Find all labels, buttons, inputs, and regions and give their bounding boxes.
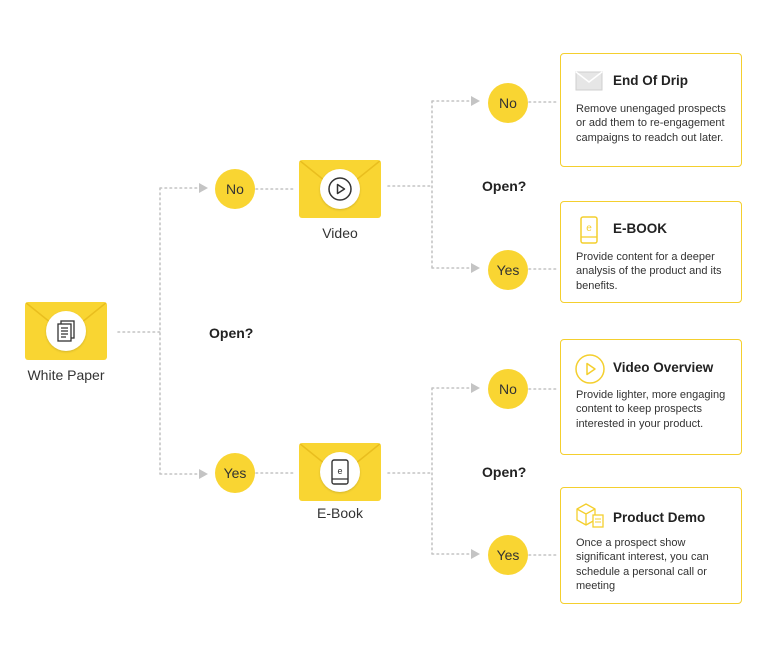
- card-title: Product Demo: [613, 510, 706, 525]
- card-title: End Of Drip: [613, 73, 688, 88]
- ebook-envelope: e: [299, 443, 381, 501]
- card-description: Once a prospect show significant interes…: [576, 537, 709, 593]
- answer-yes-circle: Yes: [215, 453, 255, 493]
- card-description: Provide content for a deeper analysis of…: [576, 251, 722, 292]
- ebook-no-label: No: [499, 381, 517, 397]
- card-description: Provide lighter, more engaging content t…: [576, 389, 726, 430]
- root-label: White Paper: [27, 367, 105, 383]
- play-icon: [320, 169, 360, 209]
- ebook-yes-circle: Yes: [488, 535, 528, 575]
- ebook-question: Open?: [482, 464, 527, 480]
- video-no-circle: No: [488, 83, 528, 123]
- card-product-demo: Product Demo Once a prospect show signif…: [560, 487, 742, 604]
- answer-yes-label: Yes: [223, 465, 247, 481]
- card-description: Remove unengaged prospects or add them t…: [576, 103, 726, 144]
- first-question: Open?: [209, 325, 254, 341]
- document-icon: [46, 311, 86, 351]
- svg-text:e: e: [586, 223, 592, 234]
- video-envelope: [299, 160, 381, 218]
- ebook-icon: e: [575, 216, 603, 244]
- envelope-icon: [575, 68, 603, 94]
- card-ebook: e E-BOOK Provide content for a deeper an…: [560, 201, 742, 303]
- play-icon: [575, 354, 605, 384]
- ebook-icon: e: [320, 452, 360, 492]
- video-no-label: No: [499, 95, 517, 111]
- card-video-overview: Video Overview Provide lighter, more eng…: [560, 339, 742, 455]
- video-yes-label: Yes: [496, 262, 520, 278]
- card-title: Video Overview: [613, 360, 714, 375]
- video-label: Video: [322, 225, 358, 241]
- card-title: E-BOOK: [613, 221, 667, 236]
- ebook-label: E-Book: [317, 505, 363, 521]
- video-yes-circle: Yes: [488, 250, 528, 290]
- svg-text:e: e: [337, 466, 342, 476]
- card-end-of-drip: End Of Drip Remove unengaged prospects o…: [560, 53, 742, 167]
- ebook-yes-label: Yes: [496, 547, 520, 563]
- video-question: Open?: [482, 178, 527, 194]
- ebook-no-circle: No: [488, 369, 528, 409]
- answer-no-circle: No: [215, 169, 255, 209]
- answer-no-label: No: [226, 181, 244, 197]
- root-envelope: [25, 302, 107, 360]
- boxes-icon: [575, 502, 604, 528]
